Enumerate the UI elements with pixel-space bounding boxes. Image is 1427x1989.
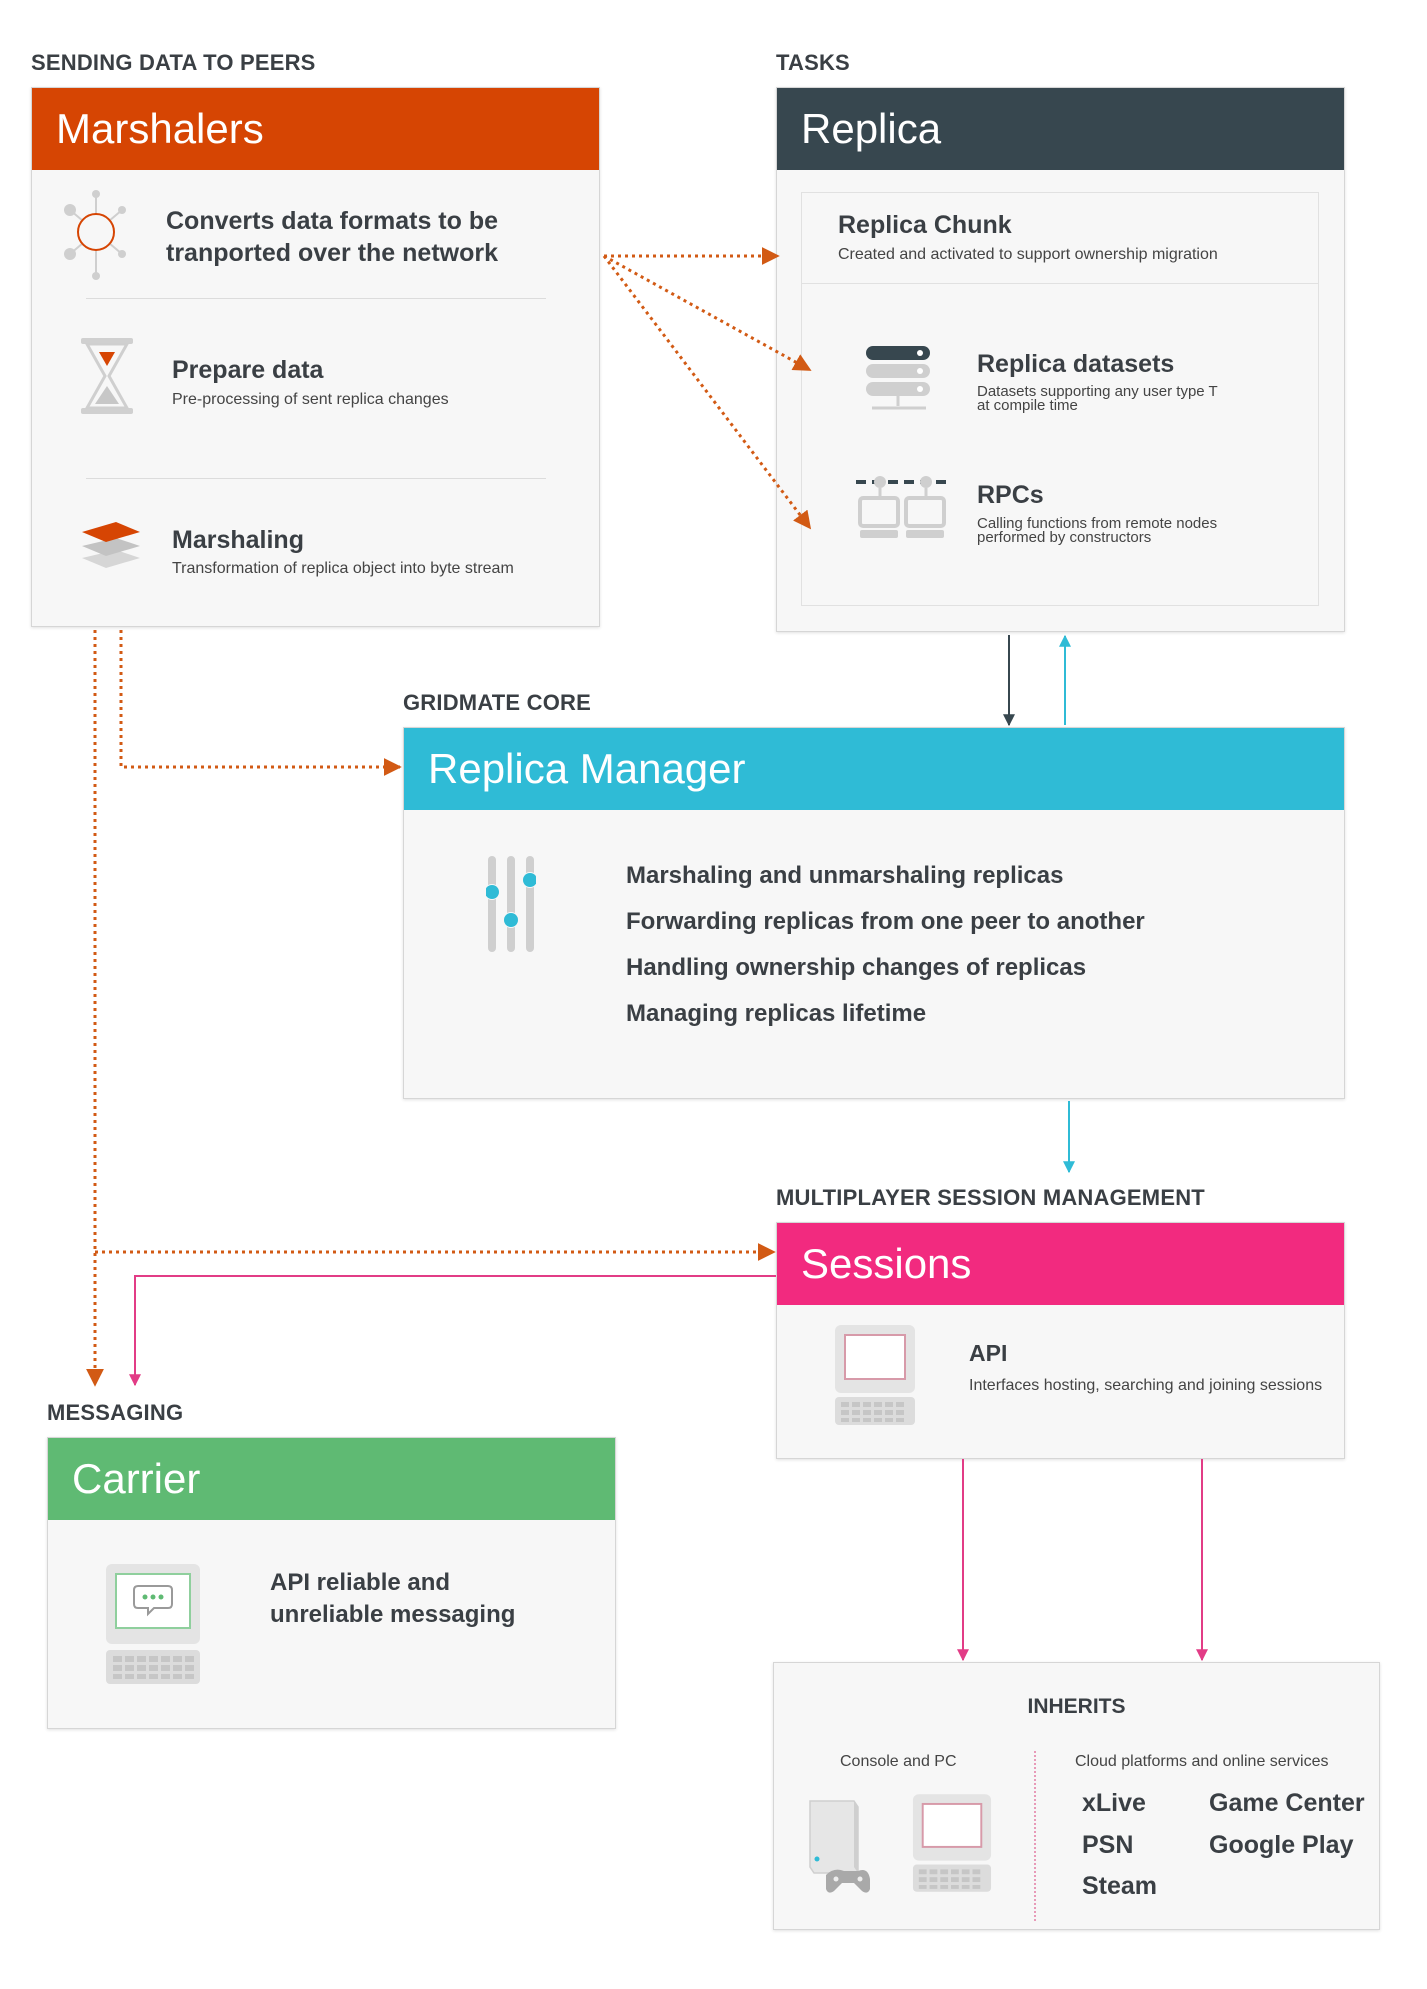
console-icon — [809, 1800, 870, 1893]
platform-steam: Steam — [1082, 1872, 1158, 1900]
replica-manager-item: Managing replicas lifetime — [626, 1000, 927, 1027]
replica-datasets-desc-line1: Datasets supporting any user type T — [977, 383, 1218, 400]
replica-chunk-desc: Created and activated to support ownersh… — [838, 246, 1218, 263]
computer-icon — [835, 1325, 915, 1425]
section-label-messaging: MESSAGING — [47, 1400, 184, 1425]
carrier-card: Carrier API reliable and unreliable mess… — [47, 1437, 616, 1729]
sessions-card: Sessions API Interfaces hosting, searchi… — [776, 1222, 1345, 1459]
hourglass-icon — [81, 338, 133, 414]
replica-datasets-title: Replica datasets — [977, 350, 1175, 378]
inherits-title: INHERITS — [1027, 1695, 1126, 1718]
replica-chunk-box: Replica Chunk Created and activated to s… — [801, 192, 1319, 284]
section-label-sending: SENDING DATA TO PEERS — [31, 50, 316, 75]
section-label-session-management: MULTIPLAYER SESSION MANAGEMENT — [776, 1185, 1205, 1210]
server-stack-icon — [866, 346, 930, 410]
carrier-title-line1: API reliable and — [270, 1569, 451, 1596]
marshalers-card: Marshalers Converts data formats to be t… — [31, 87, 600, 627]
platform-psn: PSN — [1082, 1831, 1134, 1859]
replica-manager-item: Marshaling and unmarshaling replicas — [626, 862, 1064, 889]
networked-computers-icon — [856, 476, 948, 538]
replica-datasets-desc-line2: at compile time — [977, 397, 1078, 414]
section-label-core: GRIDMATE CORE — [403, 690, 591, 715]
replica-manager-card: Replica Manager Marshaling and unmarshal… — [403, 727, 1345, 1099]
marshalers-divider-2 — [86, 478, 546, 479]
marshalers-divider-1 — [86, 298, 546, 299]
platform-google-play: Google Play — [1209, 1831, 1354, 1859]
arrow-marshalers-to-datasets — [603, 254, 812, 372]
platform-game-center: Game Center — [1209, 1789, 1365, 1817]
replica-card: Replica Replica Chunk Created and activa… — [776, 87, 1345, 632]
section-label-tasks: TASKS — [776, 50, 850, 75]
marshalers-item-convert-line1: Converts data formats to be — [166, 207, 499, 235]
arrow-marshalers-to-rpcs — [602, 255, 812, 530]
inherits-divider — [1034, 1751, 1036, 1921]
arrow-sessions-to-carrier — [129, 1275, 776, 1387]
replica-rpcs-desc-line2: performed by constructors — [977, 529, 1152, 546]
sessions-api-title: API — [969, 1340, 1008, 1366]
sessions-header: Sessions — [777, 1223, 1344, 1305]
replica-rpcs-desc-line1: Calling functions from remote nodes — [977, 515, 1218, 532]
replica-chunk-title: Replica Chunk — [838, 211, 1012, 239]
chat-computer-icon — [106, 1564, 200, 1684]
network-node-icon — [64, 190, 126, 280]
replica-manager-item: Handling ownership changes of replicas — [626, 954, 1087, 981]
marshalers-item-prepare-desc: Pre-processing of sent replica changes — [172, 391, 449, 408]
pc-icon — [912, 1794, 992, 1892]
replica-header: Replica — [777, 88, 1344, 170]
sessions-api-desc: Interfaces hosting, searching and joinin… — [969, 1377, 1323, 1394]
replica-manager-item: Forwarding replicas from one peer to ano… — [626, 908, 1145, 935]
carrier-title-line2: unreliable messaging — [270, 1601, 516, 1628]
inherits-card: INHERITS Console and PC Cloud platforms … — [773, 1662, 1380, 1930]
carrier-header: Carrier — [48, 1438, 615, 1520]
inherits-cloud-label: Cloud platforms and online services — [1075, 1753, 1329, 1770]
replica-tasks-box: Replica datasets Datasets supporting any… — [801, 284, 1319, 606]
replica-rpcs-title: RPCs — [977, 481, 1044, 509]
inherits-console-label: Console and PC — [840, 1753, 957, 1770]
marshalers-item-marshaling-desc: Transformation of replica object into by… — [172, 560, 514, 577]
marshalers-header: Marshalers — [32, 88, 599, 170]
sliders-icon — [486, 856, 536, 952]
platform-xlive: xLive — [1082, 1789, 1146, 1817]
marshalers-item-convert-line2: tranported over the network — [166, 239, 498, 267]
replica-manager-header: Replica Manager — [404, 728, 1344, 810]
marshalers-item-prepare-title: Prepare data — [172, 356, 324, 384]
arrow-marshalers-to-replica-manager — [119, 630, 402, 776]
layers-icon — [82, 522, 140, 568]
marshalers-item-marshaling-title: Marshaling — [172, 526, 304, 554]
